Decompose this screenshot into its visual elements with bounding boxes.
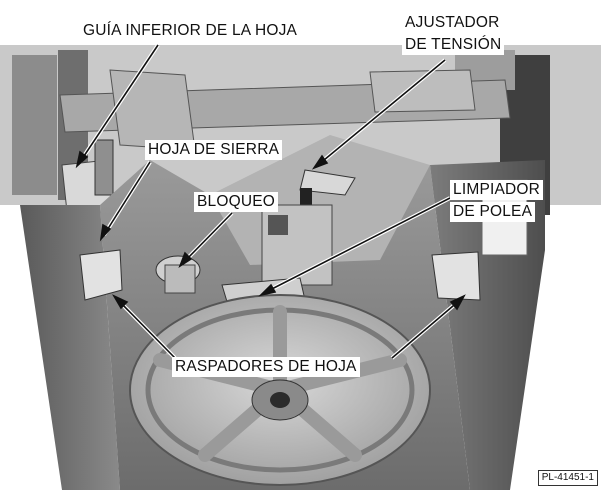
tension-knob-base xyxy=(300,188,312,206)
pulley-axle xyxy=(270,392,290,408)
left-blade-scraper xyxy=(79,249,123,301)
tension-knob-handle xyxy=(299,169,356,196)
label-pulley-cleaner-line1: LIMPIADOR xyxy=(450,180,544,200)
label-lower-blade-guide: GUÍA INFERIOR DE LA HOJA xyxy=(80,21,301,41)
label-lock: BLOQUEO xyxy=(194,192,279,212)
tension-housing-slot xyxy=(268,215,288,235)
callout-arrows xyxy=(75,44,466,359)
label-blade-scrapers: RASPADORES DE HOJA xyxy=(172,357,360,377)
right-blade-scraper xyxy=(431,251,481,301)
label-pulley-cleaner-line2: DE POLEA xyxy=(450,202,536,222)
label-saw-blade: HOJA DE SIERRA xyxy=(145,140,283,160)
label-tension-adjuster-line1: AJUSTADOR xyxy=(402,13,503,33)
guide-block xyxy=(94,139,114,196)
label-tension-adjuster-line2: DE TENSIÓN xyxy=(402,35,505,55)
figure-reference-code: PL-41451-1 xyxy=(537,470,598,486)
upper-bracket-left xyxy=(109,69,196,151)
left-post xyxy=(12,55,57,195)
lock-body xyxy=(164,264,196,294)
